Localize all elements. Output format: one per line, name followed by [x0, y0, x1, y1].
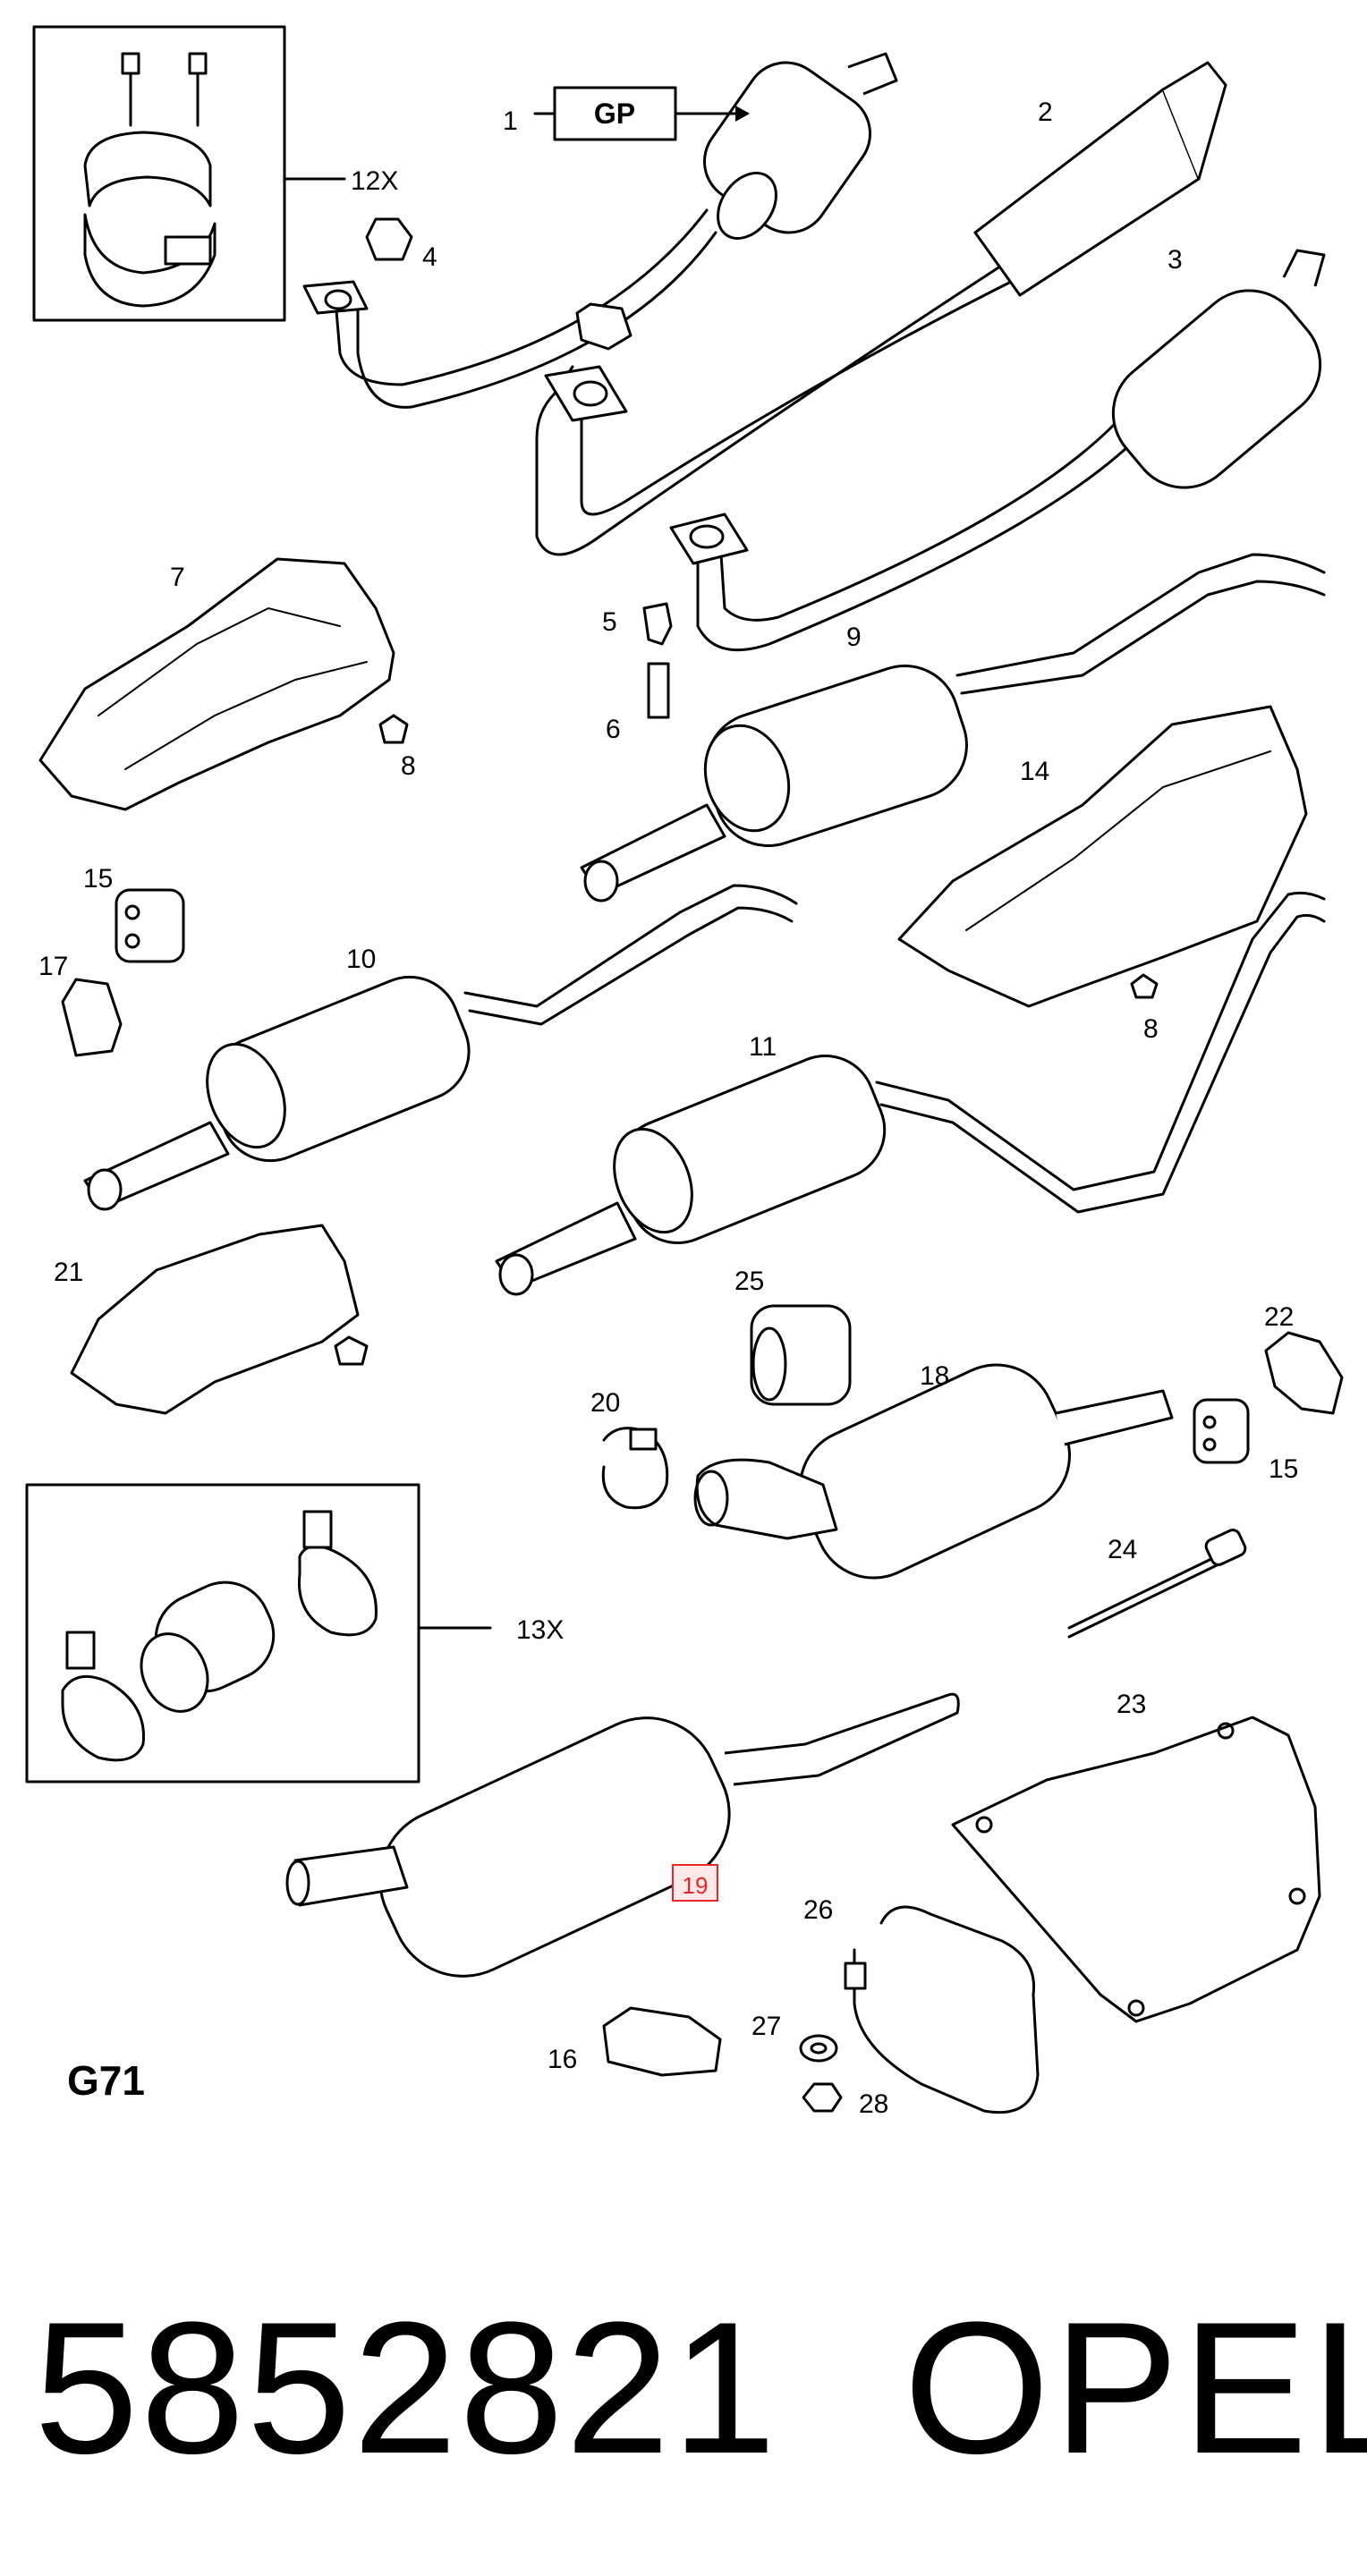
part-1-front-pipe — [302, 52, 898, 409]
part-19-highlight-box — [672, 1864, 718, 1902]
callout-8-lower: 8 — [1143, 1014, 1159, 1044]
part-5-rubber-mount — [642, 602, 673, 646]
part-10-rear-muffler — [83, 884, 798, 1211]
callout-12x: 12X — [351, 166, 398, 196]
part-28-nut — [802, 2082, 843, 2113]
part-4-gasket — [575, 302, 633, 351]
callout-11: 11 — [749, 1032, 777, 1062]
callout-17: 17 — [38, 952, 68, 981]
callout-3: 3 — [1167, 245, 1183, 275]
callout-16: 16 — [548, 2045, 577, 2074]
part-26-strap — [853, 1905, 1040, 2114]
callout-6: 6 — [606, 715, 621, 744]
footer: 5852821 OPEL — [0, 2254, 1367, 2522]
callout-7: 7 — [170, 563, 185, 592]
part-25-rubber-block — [750, 1304, 852, 1406]
callout-24: 24 — [1108, 1535, 1137, 1564]
callout-13x: 13X — [516, 1615, 564, 1645]
callout-8-upper: 8 — [401, 751, 416, 781]
part-17-clip — [61, 978, 123, 1057]
callout-18: 18 — [920, 1361, 949, 1391]
part-8-nut-lower — [1130, 973, 1159, 999]
callout-2: 2 — [1038, 97, 1053, 127]
callout-23: 23 — [1117, 1690, 1146, 1719]
part-27-washer — [799, 2034, 838, 2063]
gp-label: GP — [594, 97, 635, 130]
part-21-nut — [334, 1335, 369, 1366]
callout-1: 1 — [503, 106, 518, 136]
part-number: 5852821 — [34, 2283, 778, 2493]
part-6-bolt — [647, 662, 670, 719]
callout-22: 22 — [1264, 1302, 1294, 1332]
part-14-heat-shield — [897, 705, 1308, 1008]
part-4-nut — [365, 217, 413, 261]
part-2-catalytic-converter — [535, 61, 1227, 556]
callout-14: 14 — [1020, 757, 1049, 786]
callout-19: 19 — [683, 1872, 709, 1899]
callout-5: 5 — [602, 607, 617, 637]
callout-20: 20 — [590, 1388, 620, 1418]
part-21-heat-shield — [70, 1224, 360, 1415]
callout-26: 26 — [803, 1895, 833, 1925]
part-7-heat-shield — [38, 557, 395, 811]
part-22-bracket — [1264, 1331, 1344, 1415]
part-19-rear-muffler — [285, 1692, 960, 1978]
callout-15-right: 15 — [1269, 1454, 1298, 1484]
part-15-hanger-left — [115, 888, 185, 963]
callout-25: 25 — [734, 1267, 764, 1296]
inset-clamp-12x — [32, 25, 346, 322]
part-18-rear-muffler — [693, 1363, 1174, 1580]
callout-9: 9 — [846, 623, 862, 652]
part-23-heat-shield — [951, 1716, 1321, 2023]
inset-connector-13x — [25, 1483, 492, 1784]
callout-21: 21 — [54, 1258, 83, 1287]
section-code: G71 — [67, 2057, 145, 2104]
part-16-bracket — [602, 2006, 722, 2077]
callout-28: 28 — [859, 2089, 888, 2119]
part-8-nut-upper — [378, 714, 409, 744]
part-3-center-muffler — [669, 249, 1326, 652]
callout-4: 4 — [422, 242, 437, 272]
part-15-hanger-right — [1193, 1398, 1250, 1464]
callout-27: 27 — [751, 2012, 781, 2041]
callout-15-left: 15 — [83, 864, 113, 894]
part-9-rear-muffler — [580, 553, 1326, 902]
brand-name: OPEL — [904, 2283, 1367, 2493]
callout-10: 10 — [346, 945, 376, 974]
part-24-rivet — [1067, 1555, 1218, 1630]
part-11-rear-muffler — [495, 891, 1326, 1296]
